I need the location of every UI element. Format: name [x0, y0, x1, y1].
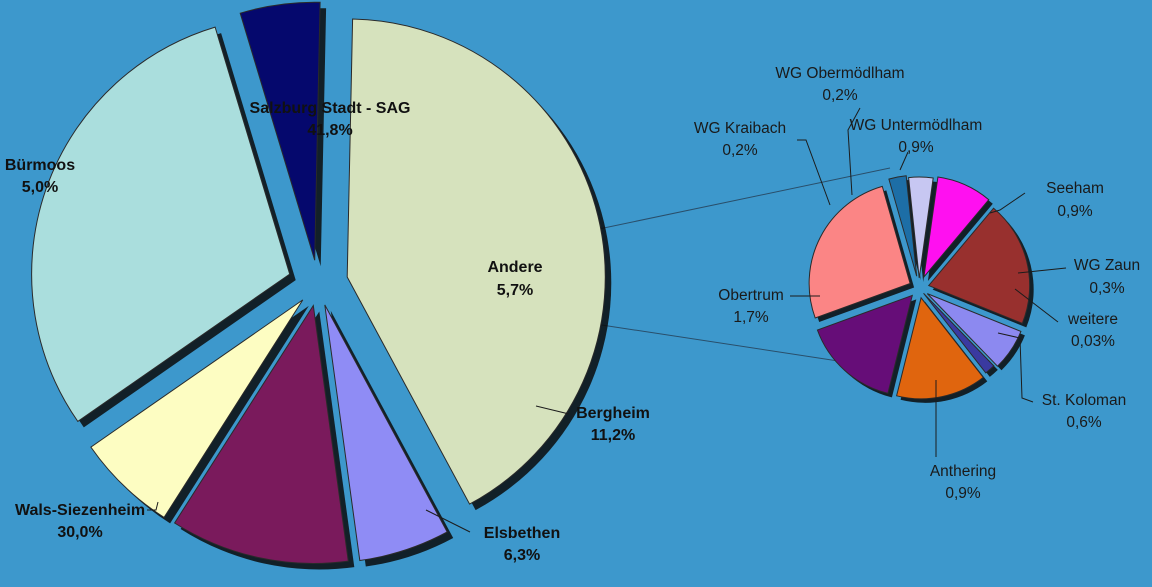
- label-layer: Salzburg Stadt - SAG 41,8% Andere 5,7% Bergh…: [5, 65, 1140, 564]
- main-label-salzburg-stadt-sag: Salzburg Stadt - SAG: [250, 100, 411, 117]
- main-value-label-elsbethen: 6,3%: [504, 547, 540, 564]
- detail-label-anthering: Anthering: [930, 463, 996, 480]
- detail-slice-wg-obermodlham: [908, 176, 934, 279]
- main-slice-andere: [324, 304, 448, 562]
- connector-line-bottom: [555, 317, 885, 369]
- main-label-andere: Andere: [487, 259, 542, 276]
- main-leader-bergheim: [535, 405, 570, 415]
- main-value-label-bergheim: 11,2%: [591, 427, 635, 444]
- detail-slice-wg-kraibach: [888, 175, 918, 277]
- main-leader-wals-siezenheim: [147, 501, 159, 511]
- detail-leader-seeham: [989, 192, 1026, 214]
- main-slice-burmoos: [239, 1, 321, 261]
- main-slice-elsbethen: [90, 299, 304, 519]
- connector-line-top: [555, 167, 891, 239]
- detail-slice-anthering: [816, 294, 914, 395]
- detail-value-label-obertrum: 1,7%: [733, 309, 769, 326]
- detail-label-wg-kraibach: WG Kraibach: [694, 120, 786, 137]
- detail-value-label-weitere: 0,03%: [1071, 333, 1115, 350]
- detail-leader-wg-zaun: [1017, 267, 1067, 274]
- detail-value-label-wg-untermodlham: 0,9%: [898, 139, 934, 156]
- detail-label-wg-untermodlham: WG Untermödlham: [850, 117, 983, 134]
- detail-label-st-koloman: St. Koloman: [1042, 392, 1126, 409]
- main-label-wals-siezenheim: Wals-Siezenheim: [15, 502, 145, 519]
- main-label-bergheim: Bergheim: [576, 405, 650, 422]
- detail-leader-wg-untermodlham: [899, 151, 909, 171]
- detail-label-obertrum: Obertrum: [718, 287, 783, 304]
- main-value-label-wals-siezenheim: 30,0%: [57, 524, 102, 541]
- detail-slice-obertrum: [808, 185, 911, 319]
- detail-leader-weitere: [1014, 288, 1059, 323]
- main-value-label-andere: 5,7%: [497, 282, 533, 299]
- detail-label-seeham: Seeham: [1046, 180, 1104, 197]
- detail-slice-weitere: [923, 292, 995, 374]
- detail-value-label-wg-obermodlham: 0,2%: [822, 87, 858, 104]
- main-value-label-salzburg-stadt-sag: 41,8%: [307, 122, 352, 139]
- connector-layer: [555, 167, 891, 369]
- main-slice-salzburg-stadt-sag: [346, 18, 606, 505]
- detail-leader-wg-kraibach: [797, 139, 831, 206]
- detail-value-label-wg-kraibach: 0,2%: [722, 142, 758, 159]
- pie-layer: [31, 1, 1034, 570]
- detail-value-label-seeham: 0,9%: [1057, 203, 1093, 220]
- main-leader-elsbethen: [425, 509, 471, 533]
- detail-slice-wg-untermodlham: [923, 176, 990, 279]
- detail-label-wg-zaun: WG Zaun: [1074, 257, 1140, 274]
- detail-label-wg-obermodlham: WG Obermödlham: [775, 65, 904, 82]
- detail-value-label-wg-zaun: 0,3%: [1089, 280, 1125, 297]
- detail-slice-wg-zaun: [926, 293, 1022, 367]
- detail-value-label-anthering: 0,9%: [945, 485, 981, 502]
- main-label-burmoos: Bürmoos: [5, 157, 75, 174]
- detail-leader-wg-obermodlham: [847, 107, 861, 196]
- detail-slice-seeham: [927, 207, 1031, 325]
- detail-label-weitere: weitere: [1067, 311, 1118, 328]
- detail-value-label-st-koloman: 0,6%: [1066, 414, 1102, 431]
- main-label-elsbethen: Elsbethen: [484, 525, 560, 542]
- main-slice-bergheim: [173, 304, 349, 564]
- detail-slice-st-koloman: [895, 296, 985, 400]
- main-slice-wals-siezenheim: [31, 26, 291, 423]
- detail-leader-st-koloman: [997, 332, 1034, 403]
- main-value-label-burmoos: 5,0%: [22, 179, 58, 196]
